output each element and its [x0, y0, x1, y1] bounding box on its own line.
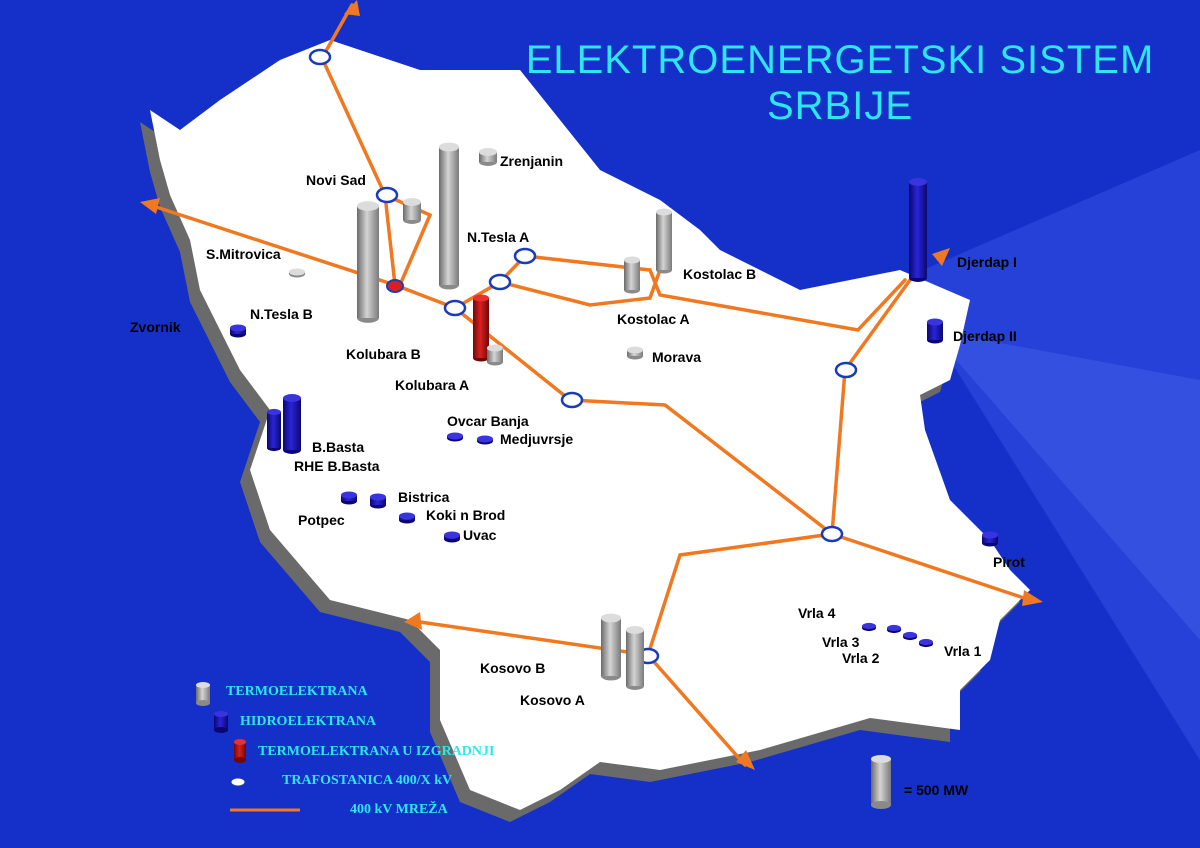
arrow-west	[140, 198, 160, 214]
plant-cylinder-kolubara-b	[473, 294, 489, 362]
plant-cylinder-kosovo-a	[626, 626, 644, 690]
label-kolubara-b: Kolubara B	[346, 346, 421, 362]
label-kosovo-a: Kosovo A	[520, 692, 585, 708]
label-potpec: Potpec	[298, 512, 345, 528]
substation-north	[308, 48, 332, 66]
legend-hydro-label: HIDROELEKTRANA	[240, 714, 377, 729]
label-zrenjanin: Zrenjanin	[500, 153, 564, 169]
substation-pancevo	[488, 273, 512, 291]
label-kostolac-b: Kostolac B	[683, 266, 757, 282]
label-kostolac-a: Kostolac A	[617, 311, 690, 327]
legend-substation-label: TRAFOSTANICA 400/X kV	[282, 773, 453, 788]
plant-cylinder-bistrica-2	[370, 493, 386, 509]
plant-cylinder-novi-sad	[403, 198, 421, 224]
substation-pancevo-north	[513, 247, 537, 265]
plant-cylinder-vrla-1	[919, 638, 933, 648]
map-title-line1: ELEKTROENERGETSKI SISTEM	[525, 38, 1155, 82]
label-pirot: Pirot	[993, 554, 1025, 570]
label-n-tesla-a: N.Tesla A	[467, 229, 530, 245]
label-morava: Morava	[652, 349, 702, 365]
legend-hydro-icon	[214, 711, 228, 733]
scale-cylinder-icon	[871, 755, 891, 809]
label-vrla-1: Vrla 1	[944, 643, 982, 659]
plant-cylinder-djerdap-2	[927, 318, 943, 344]
label-kolubara-a: Kolubara A	[395, 377, 470, 393]
label-ovcar-banja: Ovcar Banja	[447, 413, 529, 429]
label-djerdap-2: Djerdap II	[953, 328, 1017, 344]
plant-cylinder-b-basta-1	[267, 408, 281, 452]
plant-cylinder-kokin-brod	[399, 512, 415, 524]
label-rhe-b-basta: RHE B.Basta	[294, 458, 380, 474]
plant-cylinder-s-mitrovica	[289, 268, 305, 278]
plant-cylinder-bistrica-1	[341, 491, 357, 505]
substation-kragujevac	[560, 391, 584, 409]
plant-cylinder-kolubara-a	[487, 344, 503, 366]
label-vrla-3: Vrla 3	[822, 634, 860, 650]
label-b-basta: B.Basta	[312, 439, 365, 455]
label-vrla-4: Vrla 4	[798, 605, 836, 621]
substation-bor	[834, 361, 858, 379]
legend-grid-label: 400 kV MREŽA	[350, 802, 448, 817]
map-title-line2: SRBIJE	[766, 84, 914, 128]
legend-substation-icon	[230, 777, 246, 787]
plant-cylinder-uvac	[444, 531, 460, 543]
substation-belgrade	[443, 299, 467, 317]
label-n-tesla-b: N.Tesla B	[250, 306, 313, 322]
arrow-east	[1022, 590, 1043, 606]
plant-cylinder-pirot	[982, 531, 998, 547]
label-djerdap-1: Djerdap I	[957, 254, 1017, 270]
legend-construction-label: TERMOELEKTRANA U IZGRADNJI	[258, 744, 495, 759]
plant-cylinder-n-tesla-b	[357, 201, 379, 323]
legend-grid-line-ext	[260, 808, 300, 812]
label-medjuvrsje: Medjuvrsje	[500, 431, 574, 447]
plant-cylinder-n-tesla-a	[439, 142, 459, 290]
legend-thermal-icon	[196, 682, 210, 706]
plant-cylinder-kostolac-b	[656, 208, 672, 274]
label-kosovo-b: Kosovo B	[480, 660, 546, 676]
arrow-southwest	[404, 612, 422, 630]
legend-thermal-label: TERMOELEKTRANA	[226, 684, 368, 699]
scale-label: = 500 MW	[904, 782, 969, 798]
plant-cylinder-vrla-2	[903, 631, 917, 641]
plant-cylinder-zvornik	[230, 324, 246, 338]
plant-cylinder-medjuvrsje	[477, 435, 493, 445]
legend-construction-icon	[234, 739, 246, 763]
substation-novi-sad	[375, 186, 399, 204]
plant-cylinder-vrla-3	[887, 624, 901, 634]
arrow-north	[344, 0, 360, 16]
label-vrla-2: Vrla 2	[842, 650, 880, 666]
label-novi-sad: Novi Sad	[306, 172, 366, 188]
label-zvornik: Zvornik	[130, 319, 181, 335]
plant-cylinder-morava	[627, 346, 643, 360]
substation-nis	[820, 525, 844, 543]
plant-cylinder-ovcar-banja	[447, 432, 463, 442]
label-s-mitrovica: S.Mitrovica	[206, 246, 281, 262]
design-credit: Design: Lj. Nešić	[876, 706, 949, 716]
grid-line-north	[320, 56, 457, 310]
label-kokin-brod: Koki n Brod	[426, 507, 506, 523]
light-beam-inner	[930, 330, 1200, 640]
label-bistrica: Bistrica	[398, 489, 450, 505]
plant-cylinder-zrenjanin	[479, 148, 497, 166]
arrow-northeast	[932, 248, 950, 266]
arrow-south	[736, 750, 755, 770]
label-uvac: Uvac	[463, 527, 497, 543]
grid-arrows	[140, 0, 1043, 770]
plant-cylinder-djerdap-1	[909, 178, 927, 282]
plant-cylinder-vrla-4	[862, 622, 876, 632]
power-plants	[230, 142, 998, 690]
plant-cylinder-kosovo-b	[601, 613, 621, 681]
legend-symbols	[196, 682, 260, 812]
plant-cylinder-b-basta-2	[283, 394, 301, 454]
substation-obrenovac	[386, 279, 404, 293]
plant-cylinder-kostolac-a	[624, 256, 640, 294]
